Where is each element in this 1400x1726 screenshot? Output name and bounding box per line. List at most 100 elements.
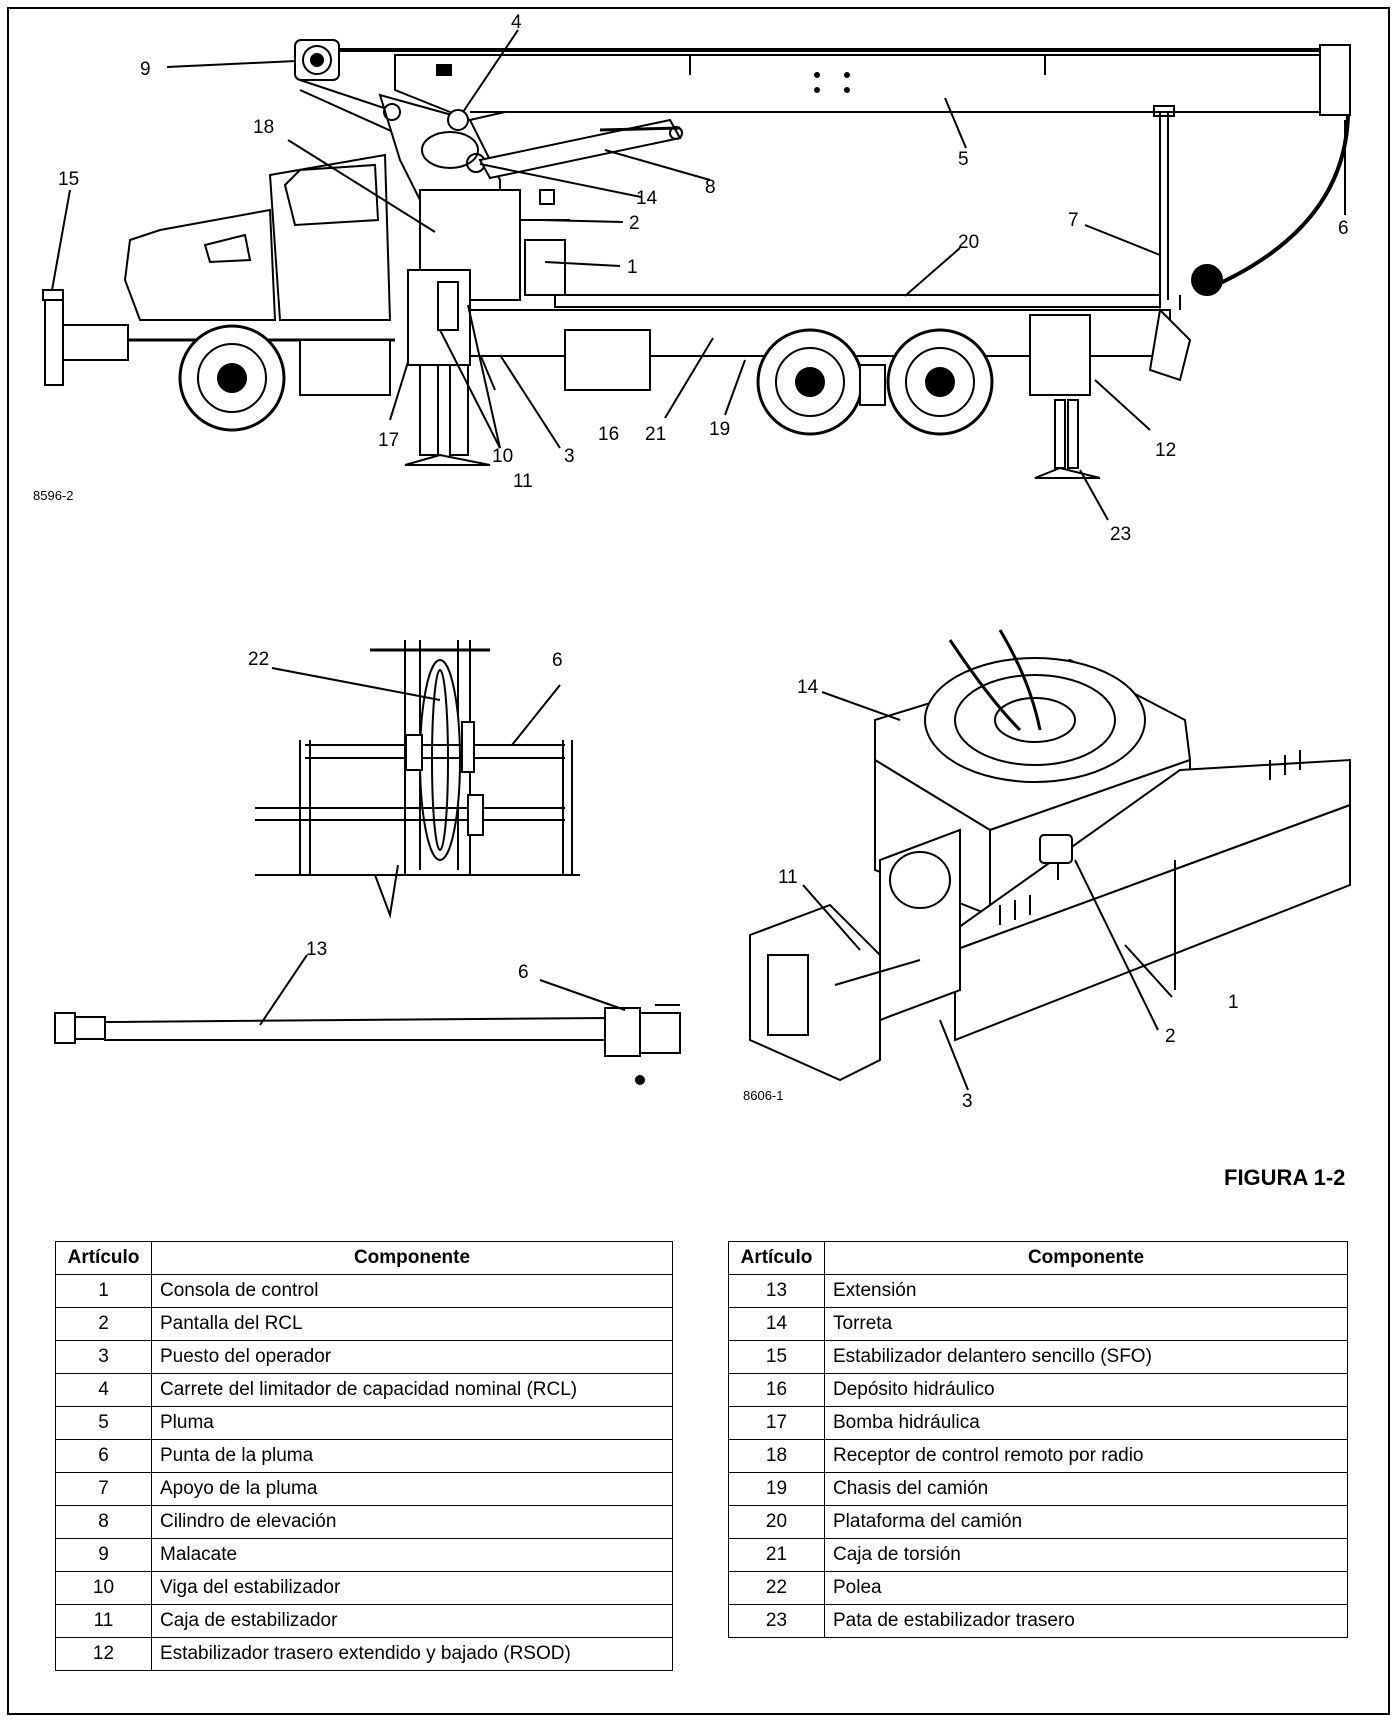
- component-name: Torreta: [824, 1307, 1348, 1341]
- callout-16: 16: [598, 424, 619, 445]
- winch-drawing: [294, 39, 431, 136]
- item-number: 9: [55, 1538, 152, 1572]
- item-number: 3: [55, 1340, 152, 1374]
- callout-11: 11: [513, 471, 533, 492]
- figure-frame: [7, 7, 1390, 1715]
- component-name: Caja de estabilizador: [151, 1604, 673, 1638]
- component-name: Caja de torsión: [824, 1538, 1348, 1572]
- item-number: 23: [728, 1604, 825, 1638]
- item-number: 15: [728, 1340, 825, 1374]
- component-name: Pantalla del RCL: [151, 1307, 673, 1341]
- figure-title: FIGURA 1-2: [1224, 1165, 1346, 1190]
- callout-10: 10: [492, 446, 513, 467]
- boom-drawing: [300, 44, 1351, 122]
- boom-support-drawing: [1153, 105, 1175, 300]
- item-number: 22: [728, 1571, 825, 1605]
- component-name: Puesto del operador: [151, 1340, 673, 1374]
- item-number: 5: [55, 1406, 152, 1440]
- callout-13: 13: [306, 939, 327, 960]
- outrigger-box-drawing: [404, 269, 496, 466]
- callout-8: 8: [705, 177, 716, 198]
- extension-view: 13 6: [54, 939, 681, 1085]
- callout-14: 14: [636, 188, 658, 209]
- drawing-id-bottom: 8606-1: [743, 1088, 783, 1103]
- callout-7: 7: [1068, 210, 1079, 231]
- callout-11b: 11: [778, 867, 798, 888]
- callout-2b: 2: [1165, 1026, 1176, 1047]
- item-number: 12: [55, 1637, 152, 1671]
- legend-header-row: Artículo Componente: [55, 1241, 673, 1275]
- component-name: Pata de estabilizador trasero: [824, 1604, 1348, 1638]
- component-name: Estabilizador trasero extendido y bajado…: [151, 1637, 673, 1671]
- callout-14b: 14: [797, 677, 819, 698]
- callout-4: 4: [511, 12, 522, 33]
- item-number: 1: [55, 1274, 152, 1308]
- rear-wheels-drawing: [756, 328, 994, 436]
- component-name: Viga del estabilizador: [151, 1571, 673, 1605]
- component-name: Receptor de control remoto por radio: [824, 1439, 1348, 1473]
- item-number: 6: [55, 1439, 152, 1473]
- callout-9: 9: [140, 59, 151, 80]
- component-name: Bomba hidráulica: [824, 1406, 1348, 1440]
- callout-22: 22: [248, 649, 269, 670]
- callout-3: 3: [564, 446, 575, 467]
- item-number: 18: [728, 1439, 825, 1473]
- component-name: Carrete del limitador de capacidad nomin…: [151, 1373, 673, 1407]
- component-name: Extensión: [824, 1274, 1348, 1308]
- component-name: Apoyo de la pluma: [151, 1472, 673, 1506]
- callout-6c: 6: [518, 962, 529, 983]
- item-number: 2: [55, 1307, 152, 1341]
- callout-1b: 1: [1228, 992, 1239, 1013]
- header-component: Componente: [824, 1241, 1348, 1275]
- item-number: 14: [728, 1307, 825, 1341]
- callout-2: 2: [629, 213, 640, 234]
- component-name: Consola de control: [151, 1274, 673, 1308]
- item-number: 16: [728, 1373, 825, 1407]
- component-name: Punta de la pluma: [151, 1439, 673, 1473]
- item-number: 13: [728, 1274, 825, 1308]
- callout-23: 23: [1110, 524, 1131, 545]
- front-wheel-drawing: [178, 324, 286, 432]
- callout-6: 6: [1338, 218, 1349, 239]
- component-name: Depósito hidráulico: [824, 1373, 1348, 1407]
- top-leader-lines: [51, 29, 1346, 521]
- callout-21: 21: [645, 424, 666, 445]
- rcl-reel-drawing: [447, 109, 469, 131]
- sheave-detail-view: 22 6: [248, 640, 580, 919]
- turret-mast-drawing: [378, 93, 501, 201]
- callout-17: 17: [378, 430, 399, 451]
- component-name: Estabilizador delantero sencillo (SFO): [824, 1340, 1348, 1374]
- turret-isometric-view: 14 11 1 2 3 8606-1: [743, 629, 1351, 1112]
- hook-cable-drawing: [1179, 114, 1350, 310]
- component-name: Cilindro de elevación: [151, 1505, 673, 1539]
- item-number: 4: [55, 1373, 152, 1407]
- header-component: Componente: [151, 1241, 673, 1275]
- callout-20: 20: [958, 232, 979, 253]
- header-item: Artículo: [728, 1241, 825, 1275]
- callout-18: 18: [253, 117, 274, 138]
- item-number: 17: [728, 1406, 825, 1440]
- callout-3b: 3: [962, 1091, 973, 1112]
- item-number: 19: [728, 1472, 825, 1506]
- rear-outrigger-drawing: [1029, 314, 1101, 479]
